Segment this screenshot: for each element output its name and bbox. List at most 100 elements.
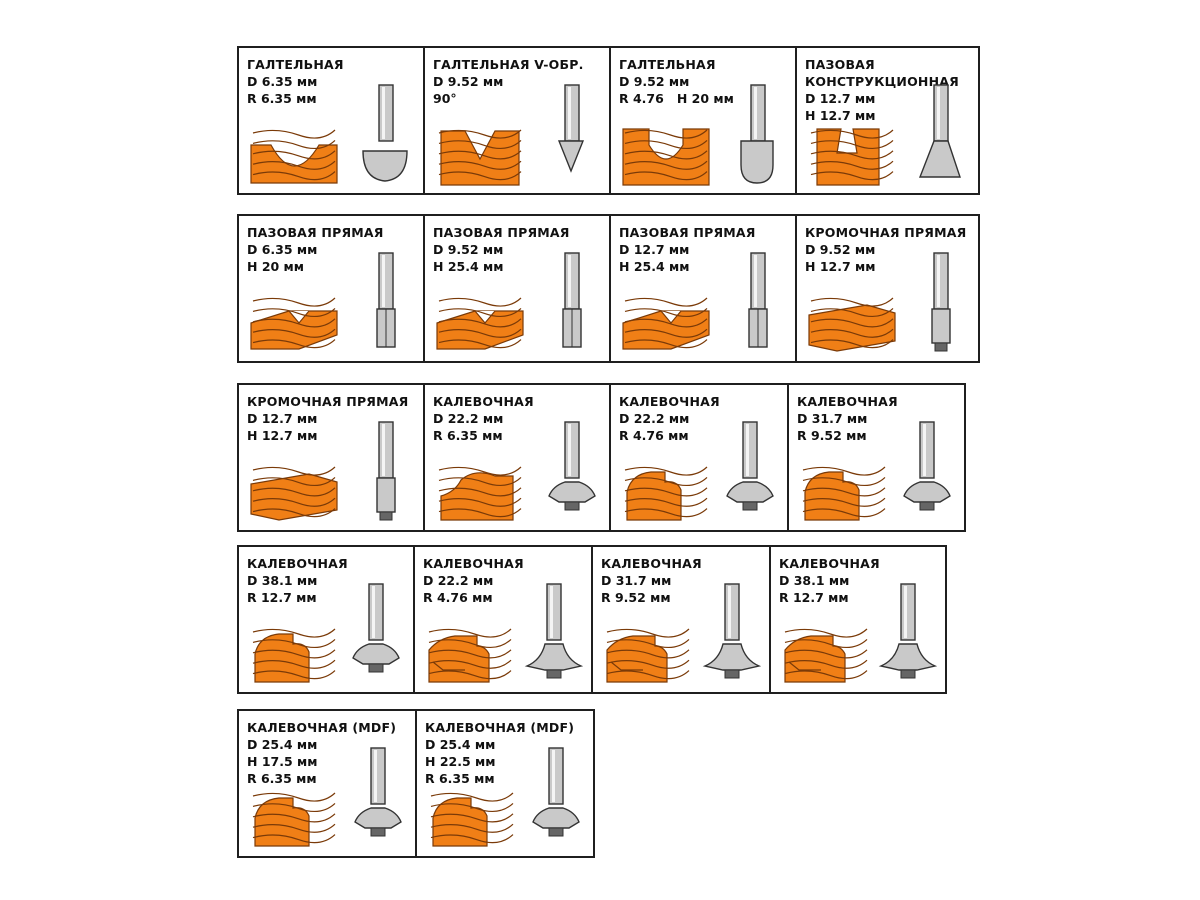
wood-profile-image (807, 293, 897, 359)
bit-spec: H 17.5 мм (247, 754, 318, 769)
bit-spec: R 9.52 мм (797, 428, 867, 443)
wood-profile-image (621, 293, 711, 359)
bit-card: ПАЗОВАЯ КОНСТРУКЦИОННАЯ D 12.7 мм H 12.7 м… (795, 46, 980, 195)
router-bit-icon (541, 416, 601, 530)
bit-spec: D 31.7 мм (797, 411, 868, 426)
bit-spec: D 9.52 мм (805, 242, 876, 257)
catalog-row: КРОМОЧНАЯ ПРЯМАЯ D 12.7 мм H 12.7 мм КАЛЕВ… (237, 383, 966, 532)
bit-spec: R 6.35 мм (433, 428, 503, 443)
bit-spec: D 6.35 мм (247, 74, 318, 89)
bit-name: ПАЗОВАЯ ПРЯМАЯ (247, 225, 384, 240)
bit-spec: H 20 мм (247, 259, 304, 274)
router-bit-icon (877, 578, 938, 692)
bit-name: ГАЛТЕЛЬНАЯ (247, 57, 344, 72)
bit-name: ГАЛТЕЛЬНАЯ (619, 57, 716, 72)
router-bit-icon (347, 742, 407, 856)
bit-name: КАЛЕВОЧНАЯ (779, 556, 880, 571)
bit-spec: D 25.4 мм (425, 737, 496, 752)
wood-profile-image (249, 125, 339, 191)
bit-name: КАЛЕВОЧНАЯ (MDF) (247, 720, 397, 735)
wood-profile-image (249, 624, 339, 690)
wood-profile-image (249, 788, 339, 854)
bit-spec: D 38.1 мм (247, 573, 318, 588)
bit-card: КРОМОЧНАЯ ПРЯМАЯ D 9.52 мм H 12.7 мм (795, 214, 980, 363)
router-bit-icon (523, 578, 584, 692)
bit-spec: H 12.7 мм (247, 428, 318, 443)
router-bit-icon (896, 416, 956, 530)
bit-name: КАЛЕВОЧНАЯ (MDF) (425, 720, 575, 735)
wood-profile-image (621, 125, 711, 191)
bit-name: ПАЗОВАЯ ПРЯМАЯ (619, 225, 756, 240)
bit-name: КРОМОЧНАЯ ПРЯМАЯ (805, 225, 967, 240)
bit-spec: D 31.7 мм (601, 573, 672, 588)
bit-spec: R 6.35 мм (425, 771, 495, 786)
bit-spec: D 12.7 мм (805, 91, 876, 106)
bit-card: КАЛЕВОЧНАЯ D 38.1 мм R 12.7 мм (237, 545, 415, 694)
wood-profile-image (435, 462, 525, 528)
bit-name: КАЛЕВОЧНАЯ (423, 556, 524, 571)
catalog-row: КАЛЕВОЧНАЯ (MDF) D 25.4 мм H 17.5 мм R 6.35… (237, 709, 595, 858)
bit-spec: H 12.7 мм (805, 108, 876, 123)
wood-profile-image (427, 788, 517, 854)
bit-card: ПАЗОВАЯ ПРЯМАЯ D 6.35 мм H 20 мм (237, 214, 425, 363)
bit-spec: D 25.4 мм (247, 737, 318, 752)
bit-spec: D 12.7 мм (619, 242, 690, 257)
router-bit-icon (910, 79, 970, 193)
bit-spec: R 4.76 H 20 мм (619, 91, 734, 106)
catalog-row: ГАЛТЕЛЬНАЯ D 6.35 мм R 6.35 мм ГАЛТЕЛЬНАЯ … (237, 46, 980, 195)
bit-spec: D 22.2 мм (433, 411, 504, 426)
router-bit-icon (355, 416, 415, 530)
wood-profile-image (249, 293, 339, 359)
wood-profile-image (603, 624, 693, 690)
bit-spec: D 9.52 мм (619, 74, 690, 89)
wood-profile-image (621, 462, 711, 528)
bit-spec: H 12.7 мм (805, 259, 876, 274)
bit-name: ПАЗОВАЯ КОНСТРУКЦИОННАЯ (805, 57, 959, 89)
bit-card: КАЛЕВОЧНАЯ D 22.2 мм R 4.76 мм (413, 545, 593, 694)
router-bit-icon (525, 742, 585, 856)
bit-spec: H 25.4 мм (433, 259, 504, 274)
bit-spec: R 12.7 мм (779, 590, 849, 605)
bit-name: КАЛЕВОЧНАЯ (601, 556, 702, 571)
bit-spec: R 4.76 мм (423, 590, 493, 605)
router-bit-icon (345, 578, 405, 692)
wood-profile-image (435, 293, 525, 359)
bit-spec: R 4.76 мм (619, 428, 689, 443)
router-bit-icon (910, 247, 970, 361)
router-bit-icon (727, 79, 787, 193)
bit-card: КАЛЕВОЧНАЯ D 31.7 мм R 9.52 мм (591, 545, 771, 694)
bit-card: ГАЛТЕЛЬНАЯ D 6.35 мм R 6.35 мм (237, 46, 425, 195)
router-bit-icon (541, 79, 601, 193)
router-bit-icon (541, 247, 601, 361)
bit-spec: R 9.52 мм (601, 590, 671, 605)
router-bit-icon (355, 79, 415, 193)
wood-profile-image (249, 462, 339, 528)
bit-name: КАЛЕВОЧНАЯ (247, 556, 348, 571)
wood-profile-image (425, 624, 515, 690)
router-bit-icon (701, 578, 762, 692)
bit-spec: R 12.7 мм (247, 590, 317, 605)
bit-spec: R 6.35 мм (247, 91, 317, 106)
router-bit-icon (355, 247, 415, 361)
bit-name: КАЛЕВОЧНАЯ (433, 394, 534, 409)
bit-name: КРОМОЧНАЯ ПРЯМАЯ (247, 394, 409, 409)
catalog-row: КАЛЕВОЧНАЯ D 38.1 мм R 12.7 мм КАЛЕВОЧНАЯ D… (237, 545, 947, 694)
bit-spec: D 12.7 мм (247, 411, 318, 426)
bit-spec: H 22.5 мм (425, 754, 496, 769)
bit-spec: D 6.35 мм (247, 242, 318, 257)
router-bit-icon (727, 247, 787, 361)
bit-spec: D 22.2 мм (423, 573, 494, 588)
bit-name: КАЛЕВОЧНАЯ (619, 394, 720, 409)
bit-spec: 90° (433, 91, 457, 106)
bit-spec: R 6.35 мм (247, 771, 317, 786)
wood-profile-image (807, 125, 897, 191)
bit-card: КАЛЕВОЧНАЯ (MDF) D 25.4 мм H 22.5 мм R 6.35… (415, 709, 595, 858)
bit-name: ПАЗОВАЯ ПРЯМАЯ (433, 225, 570, 240)
wood-profile-image (799, 462, 889, 528)
bit-card: КРОМОЧНАЯ ПРЯМАЯ D 12.7 мм H 12.7 мм (237, 383, 425, 532)
